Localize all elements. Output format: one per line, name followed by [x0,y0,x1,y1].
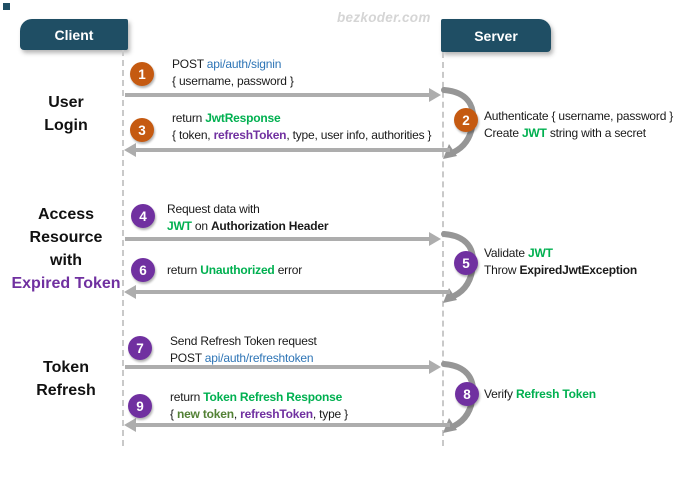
message-3-jwt-response: return JwtResponse { token, refreshToken… [172,111,432,142]
message-2-authenticate: Authenticate { username, password } Crea… [484,109,674,140]
section-label-token-refresh: Token Refresh [36,359,96,399]
step-6-badge: 6 [131,258,155,282]
arrow-7-request [125,360,441,374]
message-7-refresh-request: Send Refresh Token request POST api/auth… [170,334,317,365]
arrow-shaft [135,290,450,294]
arrow-head-icon [429,360,441,374]
step-1-badge: 1 [130,62,154,86]
arrow-shaft [125,365,430,369]
step-7-badge: 7 [128,336,152,360]
client-actor-box: Client [20,19,128,50]
arrow-1-request [125,88,441,102]
arrow-3-response [124,143,450,157]
arrow-head-icon [124,418,136,432]
message-6-unauthorized: return Unauthorized error [167,263,303,277]
step-9-badge: 9 [128,394,152,418]
step-4-badge: 4 [131,204,155,228]
step-8-badge: 8 [455,382,479,406]
arrow-head-icon [124,143,136,157]
client-actor-label: Client [54,26,94,43]
message-5-validate-jwt: Validate JWT Throw ExpiredJwtException [484,246,638,277]
arrow-shaft [125,237,430,241]
section-label-user-login: User Login [44,94,88,134]
message-1-signin: POST api/auth/signin { username, passwor… [172,57,294,88]
server-actor-label: Server [474,27,518,44]
arrow-9-response [124,418,450,432]
arrow-6-response [124,285,450,299]
arrow-4-request [125,232,441,246]
client-lifeline [122,50,124,446]
watermark: bezkoder.com [337,10,431,25]
message-9-refresh-response: return Token Refresh Response { new toke… [170,390,348,421]
corner-artifact [3,3,10,10]
server-lifeline [442,52,444,446]
message-8-verify-refresh-token: Verify Refresh Token [484,387,596,401]
server-actor-box: Server [441,19,551,52]
arrow-head-icon [429,88,441,102]
step-3-badge: 3 [130,118,154,142]
arrow-shaft [135,423,450,427]
step-2-badge: 2 [454,108,478,132]
message-4-request-data: Request data with JWT on Authorization H… [167,202,329,233]
section-label-access-resource: Access Resource with Expired Token [11,206,121,292]
arrow-shaft [135,148,450,152]
arrow-shaft [125,93,430,97]
step-5-badge: 5 [454,251,478,275]
arrow-head-icon [124,285,136,299]
arrow-head-icon [429,232,441,246]
